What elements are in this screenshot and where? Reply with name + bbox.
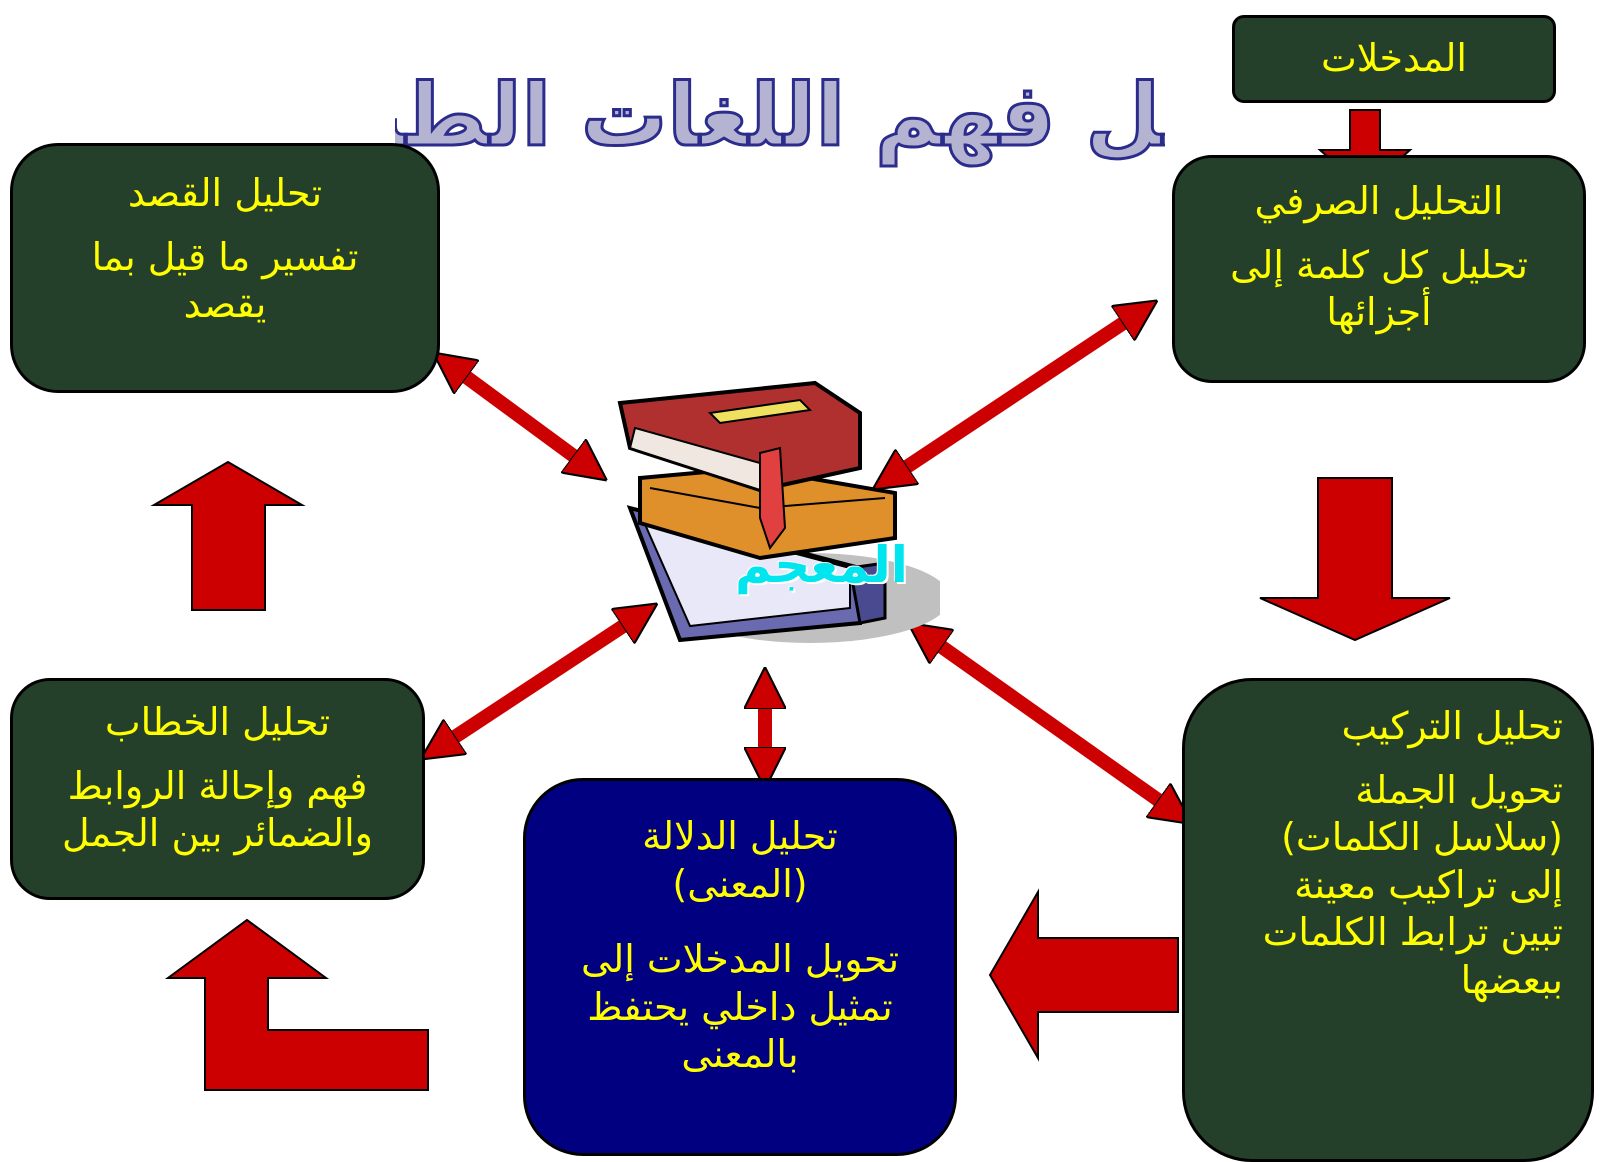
arrow-lexicon-discourse <box>438 615 640 748</box>
intent-analysis-box: تحليل القصد تفسير ما قيل بما يقصد <box>10 143 440 393</box>
syntactic-description: تحويل الجملة (سلاسل الكلمات) إلى تراكيب … <box>1262 767 1563 1002</box>
arrow-syntax-to-semantics <box>988 888 1179 1062</box>
discourse-description: فهم وإحالة الروابط والضمائر بين الجمل <box>61 763 374 856</box>
arrow-morphology-to-syntax <box>1259 477 1451 642</box>
semantic-description: تحويل المدخلات إلى تمثيل داخلي يحتفظ بال… <box>580 937 900 1076</box>
intent-description: تفسير ما قيل بما يقصد <box>91 234 359 327</box>
stacked-books-icon <box>617 380 940 643</box>
morphological-description: تحليل كل كلمة إلى أجزائها <box>1230 242 1528 335</box>
morphological-title: التحليل الصرفي <box>1254 179 1504 223</box>
morphological-analysis-box: التحليل الصرفي تحليل كل كلمة إلى أجزائها <box>1172 155 1586 383</box>
diagram-title: مراحل فهم اللغات الطبيعية <box>395 65 1165 168</box>
inputs-label: المدخلات <box>1321 36 1467 81</box>
syntactic-title: تحليل التركيب <box>1341 704 1563 748</box>
semantic-analysis-box: تحليل الدلالة (المعنى) تحويل المدخلات إل… <box>523 778 957 1156</box>
arrow-lexicon-intent <box>450 365 590 468</box>
discourse-title: تحليل الخطاب <box>104 700 331 744</box>
arrow-discourse-to-intent <box>150 460 306 611</box>
title-text: مراحل فهم اللغات الطبيعية <box>395 66 1165 166</box>
semantic-title: تحليل الدلالة (المعنى) <box>642 814 838 906</box>
discourse-analysis-box: تحليل الخطاب فهم وإحالة الروابط والضمائر… <box>10 678 425 900</box>
arrow-semantics-to-discourse <box>164 918 429 1091</box>
syntactic-analysis-box: تحليل التركيب تحويل الجملة (سلاسل الكلما… <box>1182 678 1594 1162</box>
arrow-lexicon-syntax <box>925 635 1175 812</box>
intent-title: تحليل القصد <box>127 171 323 215</box>
inputs-box: المدخلات <box>1232 15 1556 103</box>
lexicon-label: المعجم <box>735 536 908 594</box>
arrow-lexicon-morphology <box>890 312 1140 478</box>
